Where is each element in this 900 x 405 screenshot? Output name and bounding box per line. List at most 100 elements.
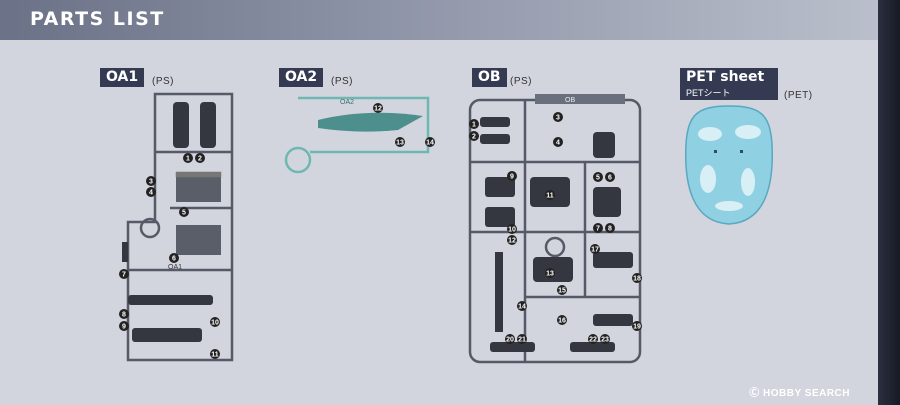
svg-text:20: 20: [506, 337, 514, 344]
oa1-part-1: [173, 102, 189, 148]
svg-text:19: 19: [633, 324, 641, 331]
svg-text:16: 16: [558, 318, 566, 325]
runner-stamp-oa1: OA1: [168, 264, 182, 271]
ob-num-10: [507, 224, 517, 234]
ob-num-3: [553, 112, 563, 122]
manual-page: PARTS LIST OA1 (PS) OA1 1 2 3 4: [0, 0, 878, 405]
runner-material-oa1: (PS): [152, 76, 174, 87]
svg-text:8: 8: [122, 312, 126, 319]
ob-num-2: [469, 131, 479, 141]
pet-label-sub: PETシート: [686, 88, 731, 98]
runner-label-pet: PET sheet PETシート: [680, 68, 778, 100]
svg-text:7: 7: [122, 272, 126, 279]
svg-text:3: 3: [556, 115, 560, 122]
runner-label-oa1: OA1: [100, 68, 145, 87]
svg-text:17: 17: [591, 247, 599, 254]
svg-text:9: 9: [122, 324, 126, 331]
ob-num-16: [557, 315, 567, 325]
svg-text:4: 4: [556, 140, 560, 147]
svg-text:14: 14: [426, 140, 434, 147]
svg-text:5: 5: [596, 175, 600, 182]
pet-sheet-diagram: [684, 105, 774, 225]
page-edge: [878, 0, 900, 405]
ob-part-4: [593, 132, 615, 158]
oa1-part-8: [128, 295, 213, 305]
oa1-num-8: [119, 309, 129, 319]
runner-material-oa2: (PS): [331, 76, 353, 87]
oa1-num-7: [119, 269, 129, 279]
ob-num-5: [593, 172, 603, 182]
ob-part-19: [593, 314, 633, 326]
svg-text:21: 21: [518, 337, 526, 344]
ob-part-12: [495, 252, 503, 332]
ob-num-18: [632, 273, 642, 283]
svg-text:8: 8: [608, 226, 612, 233]
oa2-num-14: [425, 137, 435, 147]
svg-text:11: 11: [211, 352, 219, 359]
oa2-num-13: [395, 137, 405, 147]
svg-text:1: 1: [186, 156, 190, 163]
ob-num-12: [507, 235, 517, 245]
svg-text:18: 18: [633, 276, 641, 283]
ob-num-9: [507, 171, 517, 181]
ob-num-8: [605, 223, 615, 233]
ob-part-6: [593, 187, 621, 217]
ob-num-11: [545, 190, 555, 200]
ob-part-2: [480, 134, 510, 144]
svg-text:4: 4: [149, 190, 153, 197]
oa1-part-2: [200, 102, 216, 148]
oa1-num-5: [179, 207, 189, 217]
runner-oa2-diagram: OA2 12 13 14: [284, 96, 435, 174]
svg-text:13: 13: [396, 140, 404, 147]
oa1-part-block-b: [176, 225, 221, 255]
svg-text:2: 2: [198, 156, 202, 163]
svg-text:6: 6: [608, 175, 612, 182]
ob-num-22: [588, 334, 598, 344]
oa1-num-4: [146, 187, 156, 197]
ob-num-13: [545, 268, 555, 278]
runner-oa1-diagram: OA1 1 2 3 4 5 6 7 8 9 10 11: [119, 92, 234, 362]
oa1-part-9: [132, 328, 202, 342]
runner-material-pet: (PET): [784, 90, 813, 101]
svg-text:10: 10: [508, 227, 516, 234]
svg-text:7: 7: [596, 226, 600, 233]
svg-text:10: 10: [211, 320, 219, 327]
svg-text:11: 11: [546, 193, 554, 200]
hobby-search-watermark: Ⓒ HOBBY SEARCH: [749, 388, 850, 399]
ob-num-7: [593, 223, 603, 233]
runner-material-ob: (PS): [510, 76, 532, 87]
oa1-num-2: [195, 153, 205, 163]
runner-ob-diagram: OB 1 2 3 4 5 6 7 8 9 10 11: [468, 94, 642, 364]
svg-text:2: 2: [472, 134, 476, 141]
oa1-part-7: [122, 242, 128, 262]
runner-label-ob: OB: [472, 68, 507, 87]
ob-part-18: [593, 252, 633, 268]
ob-num-1: [469, 119, 479, 129]
oa1-num-10: [210, 317, 220, 327]
svg-text:13: 13: [546, 271, 554, 278]
oa1-num-1: [183, 153, 193, 163]
ob-num-21: [517, 334, 527, 344]
svg-text:3: 3: [149, 179, 153, 186]
svg-text:14: 14: [518, 304, 526, 311]
svg-text:9: 9: [510, 174, 514, 181]
runner-label-oa2: OA2: [279, 68, 324, 87]
ob-part-9: [485, 177, 515, 197]
svg-text:15: 15: [558, 288, 566, 295]
svg-text:12: 12: [374, 106, 382, 113]
ob-part-22-23: [570, 342, 615, 352]
oa1-num-9: [119, 321, 129, 331]
ob-num-4: [553, 137, 563, 147]
svg-text:1: 1: [472, 122, 476, 129]
ob-num-6: [605, 172, 615, 182]
ob-part-20-21: [490, 342, 535, 352]
ob-num-20: [505, 334, 515, 344]
svg-text:5: 5: [182, 210, 186, 217]
svg-text:22: 22: [589, 337, 597, 344]
ob-num-19: [632, 321, 642, 331]
svg-text:6: 6: [172, 256, 176, 263]
oa2-num-12: [373, 103, 383, 113]
oa1-num-6: [169, 253, 179, 263]
oa1-num-11: [210, 349, 220, 359]
runner-stamp-ob: OB: [565, 97, 575, 104]
